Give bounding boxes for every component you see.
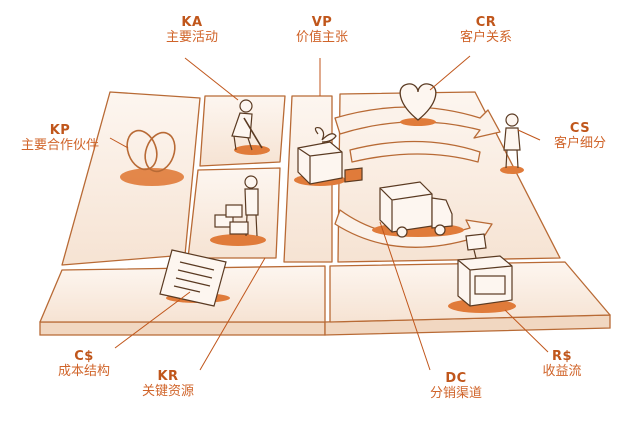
label-cs: CS 客户细分 (540, 121, 620, 152)
label-ka-code: KA (181, 15, 203, 30)
label-kp-name: 主要合作伙伴 (20, 137, 99, 153)
customer-person-icon (500, 113, 524, 174)
label-cc-code: C$ (74, 349, 94, 364)
label-rs: R$ 收益流 (522, 349, 602, 380)
board-panels (39, 91, 611, 323)
flow-arrows (334, 106, 501, 248)
rings-icon (120, 129, 184, 186)
label-dc: DC 分销渠道 (416, 371, 496, 402)
gift-box-icon (294, 127, 363, 186)
label-kp-code: KP (49, 123, 71, 138)
heart-icon (399, 83, 437, 126)
label-cc: C$ 成本结构 (44, 349, 124, 380)
label-cc-name: 成本结构 (57, 363, 110, 379)
person-with-boxes-icon (210, 175, 266, 246)
document-icon (159, 249, 230, 307)
label-cr-name: 客户关系 (459, 29, 512, 45)
label-ka-name: 主要活动 (165, 29, 218, 45)
label-rs-code: R$ (551, 349, 573, 364)
leader-lines (109, 55, 549, 371)
label-vp-name: 价值主张 (295, 29, 348, 45)
label-kr: KR 关键资源 (128, 369, 208, 400)
worker-mopping-icon (231, 99, 270, 155)
label-rs-name: 收益流 (542, 363, 582, 379)
label-dc-name: 分销渠道 (429, 385, 482, 401)
cash-register-icon (448, 233, 516, 313)
label-vp-code: VP (311, 15, 333, 30)
label-ka: KA 主要活动 (152, 15, 232, 46)
label-cr: CR 客户关系 (446, 15, 526, 46)
truck-icon (372, 181, 464, 238)
label-kr-name: 关键资源 (141, 383, 194, 399)
label-kr-code: KR (157, 369, 179, 384)
label-dc-code: DC (445, 371, 467, 386)
label-kp: KP 主要合作伙伴 (6, 123, 114, 154)
label-cs-code: CS (569, 121, 591, 136)
label-vp: VP 价值主张 (282, 15, 362, 46)
label-cr-code: CR (475, 15, 497, 30)
label-cs-name: 客户细分 (553, 135, 606, 151)
